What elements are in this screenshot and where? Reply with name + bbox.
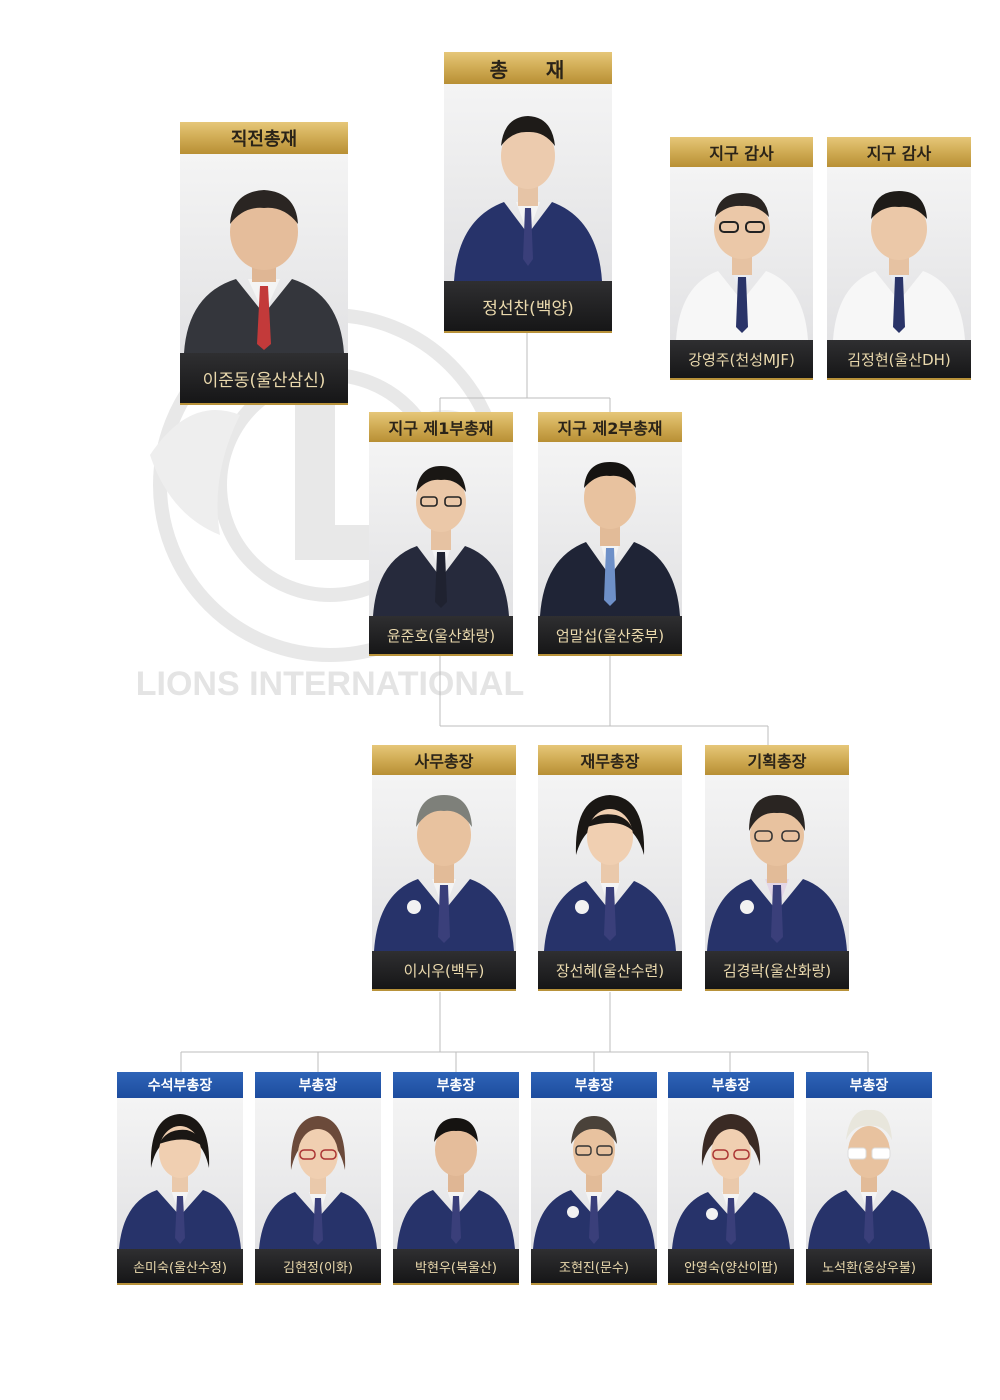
president-title: 총 재 <box>444 52 612 84</box>
secretary-name: 장선혜(울산수련) <box>538 951 682 991</box>
secretary-photo <box>538 775 682 951</box>
vice-governor-card: 지구 제1부총재 윤준호(울산화랑) <box>369 412 513 656</box>
secretary-title: 기획총장 <box>705 745 849 775</box>
secretary-card: 재무총장 장선혜(울산수련) <box>538 745 682 991</box>
deputy-name: 박현우(북울산) <box>393 1249 519 1285</box>
deputy-title: 부총장 <box>255 1072 381 1098</box>
deputy-card: 수석부총장 손미숙(울산수정) <box>117 1072 243 1285</box>
vice-governor-title: 지구 제2부총재 <box>538 412 682 442</box>
deputy-name: 조현진(문수) <box>531 1249 657 1285</box>
deputy-card: 부총장 김현정(이화) <box>255 1072 381 1285</box>
auditor-name: 강영주(천성MJF) <box>670 340 813 380</box>
deputy-name: 노석환(웅상우불) <box>806 1249 932 1285</box>
vice-governor-title: 지구 제1부총재 <box>369 412 513 442</box>
deputy-photo <box>255 1098 381 1249</box>
deputy-card: 부총장 조현진(문수) <box>531 1072 657 1285</box>
vice-governor-photo <box>538 442 682 616</box>
secretary-title: 재무총장 <box>538 745 682 775</box>
president-photo <box>444 84 612 281</box>
secretary-photo <box>705 775 849 951</box>
auditor-name: 김정현(울산DH) <box>827 340 971 380</box>
secretary-card: 사무총장 이시우(백두) <box>372 745 516 991</box>
deputy-title: 부총장 <box>531 1072 657 1098</box>
vice-governor-name: 엄말섭(울산중부) <box>538 616 682 656</box>
vice-governor-name: 윤준호(울산화랑) <box>369 616 513 656</box>
deputy-title: 수석부총장 <box>117 1072 243 1098</box>
secretary-name: 김경락(울산화랑) <box>705 951 849 991</box>
deputy-card: 부총장 노석환(웅상우불) <box>806 1072 932 1285</box>
vice-governor-photo <box>369 442 513 616</box>
auditor-title: 지구 감사 <box>670 137 813 167</box>
deputy-name: 김현정(이화) <box>255 1249 381 1285</box>
secretary-name: 이시우(백두) <box>372 951 516 991</box>
past-president-title: 직전총재 <box>180 122 348 154</box>
auditor-title: 지구 감사 <box>827 137 971 167</box>
vice-governor-card: 지구 제2부총재 엄말섭(울산중부) <box>538 412 682 656</box>
auditor-photo <box>827 167 971 340</box>
past-president-photo <box>180 154 348 353</box>
deputy-title: 부총장 <box>806 1072 932 1098</box>
deputy-title: 부총장 <box>393 1072 519 1098</box>
secretary-card: 기획총장 김경락(울산화랑) <box>705 745 849 991</box>
deputy-title: 부총장 <box>668 1072 794 1098</box>
secretary-title: 사무총장 <box>372 745 516 775</box>
deputy-photo <box>117 1098 243 1249</box>
auditor-photo <box>670 167 813 340</box>
watermark-text: LIONS INTERNATIONAL <box>136 665 524 703</box>
deputy-name: 안영숙(양산이팝) <box>668 1249 794 1285</box>
secretary-photo <box>372 775 516 951</box>
deputy-photo <box>668 1098 794 1249</box>
president-name: 정선찬(백양) <box>444 281 612 333</box>
deputy-name: 손미숙(울산수정) <box>117 1249 243 1285</box>
past-president-name: 이준동(울산삼신) <box>180 353 348 405</box>
deputy-photo <box>393 1098 519 1249</box>
deputy-card: 부총장 안영숙(양산이팝) <box>668 1072 794 1285</box>
deputy-card: 부총장 박현우(북울산) <box>393 1072 519 1285</box>
president-card: 총 재 정선찬(백양) <box>444 52 612 333</box>
auditor-card: 지구 감사 김정현(울산DH) <box>827 137 971 380</box>
past-president-card: 직전총재 이준동(울산삼신) <box>180 122 348 405</box>
deputy-photo <box>531 1098 657 1249</box>
auditor-card: 지구 감사 강영주(천성MJF) <box>670 137 813 380</box>
deputy-photo <box>806 1098 932 1249</box>
